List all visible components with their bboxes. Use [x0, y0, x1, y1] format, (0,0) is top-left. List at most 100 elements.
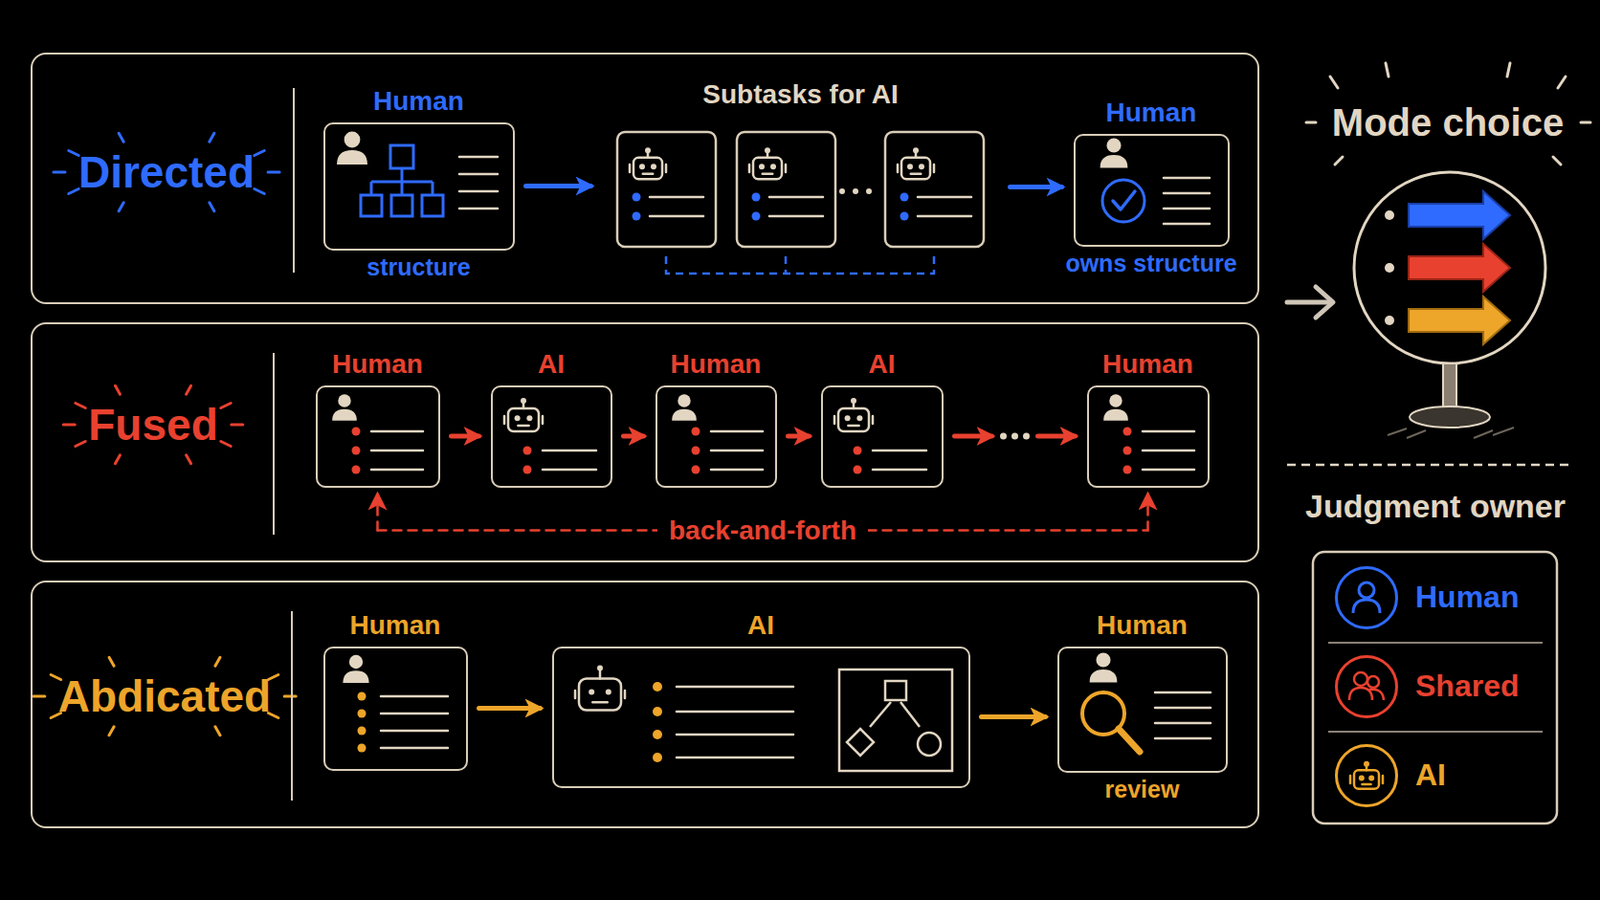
connector-line	[376, 495, 379, 532]
actor-label: Human	[1050, 350, 1246, 380]
card-caption: review	[1021, 777, 1265, 804]
row-divider	[272, 353, 275, 535]
tick-mark	[75, 403, 86, 409]
legend-swatch	[1334, 655, 1399, 719]
connector-line	[623, 434, 645, 440]
mode-panel: Directed Humanstructure Subtasks for AI Hum…	[30, 52, 1260, 305]
legend-label: Shared	[1415, 669, 1519, 704]
mode-name: Fused	[88, 402, 218, 447]
legend-row: Human	[1334, 566, 1519, 630]
pointer-arrow	[1287, 287, 1334, 318]
row-divider	[292, 88, 295, 273]
tick-mark	[53, 171, 66, 175]
legend-row: AI	[1334, 744, 1446, 808]
actor-label: Human	[619, 350, 814, 380]
card-illustration	[317, 387, 443, 490]
actor-card: Humanreview	[1057, 646, 1228, 774]
tick-mark	[33, 695, 45, 699]
group-heading: Subtasks for AI	[602, 80, 1000, 111]
tick-mark	[114, 455, 120, 465]
flow-arrow	[451, 436, 480, 438]
legend-title: Judgment owner	[1305, 488, 1566, 525]
section-title: Mode choice	[1332, 101, 1564, 144]
subtask-group: Subtasks for AI	[602, 76, 1000, 299]
tick-mark	[114, 385, 120, 395]
subtask-cards	[602, 76, 1000, 299]
connector-line	[1038, 434, 1076, 440]
card-illustration	[1088, 387, 1212, 490]
legend-label: AI	[1415, 758, 1446, 793]
flow-arrow	[623, 436, 645, 438]
row-divider	[290, 611, 293, 801]
legend-separators	[1328, 643, 1543, 733]
tick-mark	[215, 657, 221, 667]
actor-label: Human	[1021, 611, 1265, 642]
legend-icon	[1337, 569, 1396, 627]
connector-line	[788, 434, 810, 440]
actor-card: Human	[655, 385, 778, 489]
actor-label: AI	[515, 611, 1007, 642]
card-illustration	[822, 387, 946, 490]
flow-arrow	[526, 185, 592, 187]
tick-mark	[254, 151, 265, 156]
actor-card: Humanstructure	[323, 122, 515, 251]
label-ticks	[33, 133, 296, 736]
flow-arrow	[955, 433, 1076, 441]
card-illustration	[492, 387, 615, 490]
actor-label: Human	[287, 611, 505, 642]
flow-arrow	[981, 716, 1046, 718]
actor-card: AI	[490, 385, 613, 489]
tick-mark	[209, 133, 215, 142]
connector-line	[1010, 184, 1063, 190]
tick-mark	[209, 202, 215, 212]
tick-mark	[118, 133, 124, 142]
mode-panel: FusedHumanAIHumanAIHuman	[30, 322, 1260, 563]
legend-label: Human	[1415, 580, 1519, 615]
tick-mark	[267, 171, 280, 175]
connector-line	[1146, 495, 1150, 532]
actor-card: AI	[552, 646, 971, 789]
card-illustration	[657, 387, 779, 490]
card-caption: structure	[287, 254, 552, 282]
signpost-illustration	[1354, 172, 1546, 439]
tick-mark	[231, 423, 244, 427]
mode-ticks	[1306, 63, 1591, 165]
tick-mark	[63, 423, 75, 427]
mode-panel: AbdicatedHumanAIHumanreview	[30, 580, 1260, 829]
tick-mark	[75, 442, 86, 447]
legend-icon	[1337, 747, 1396, 805]
tick-mark	[186, 385, 192, 395]
tick-mark	[254, 189, 265, 195]
legend-swatch	[1334, 566, 1399, 630]
actor-label: AI	[454, 350, 649, 380]
actor-label: Human	[1037, 98, 1267, 129]
actor-label: Human	[279, 350, 477, 380]
card-illustration	[325, 648, 470, 774]
flow-arrow	[788, 436, 810, 438]
tick-mark	[221, 403, 231, 409]
mode-name: Directed	[78, 150, 255, 195]
legend-icon	[1337, 658, 1396, 716]
actor-card: AI	[821, 385, 944, 489]
tick-mark	[68, 189, 79, 195]
card-illustration	[325, 124, 517, 253]
flow-arrow	[479, 708, 541, 710]
card-illustration	[554, 648, 973, 791]
flow-arrow	[1010, 186, 1063, 188]
actor-label: AI	[784, 350, 980, 380]
card-caption: owns structure	[1037, 250, 1267, 278]
connector-line	[451, 434, 480, 440]
tick-mark	[109, 657, 114, 667]
tick-mark	[215, 727, 221, 736]
legend-box	[1312, 552, 1557, 824]
tick-mark	[68, 151, 79, 156]
ellipsis-dot	[1000, 433, 1007, 441]
tick-mark	[186, 455, 192, 465]
tick-mark	[109, 727, 114, 736]
tick-mark	[221, 442, 231, 447]
divider-line	[1287, 464, 1570, 467]
connector-line	[526, 183, 592, 189]
card-illustration	[1059, 648, 1230, 776]
actor-card: Humanowns structure	[1073, 133, 1230, 247]
tick-mark	[118, 202, 124, 212]
